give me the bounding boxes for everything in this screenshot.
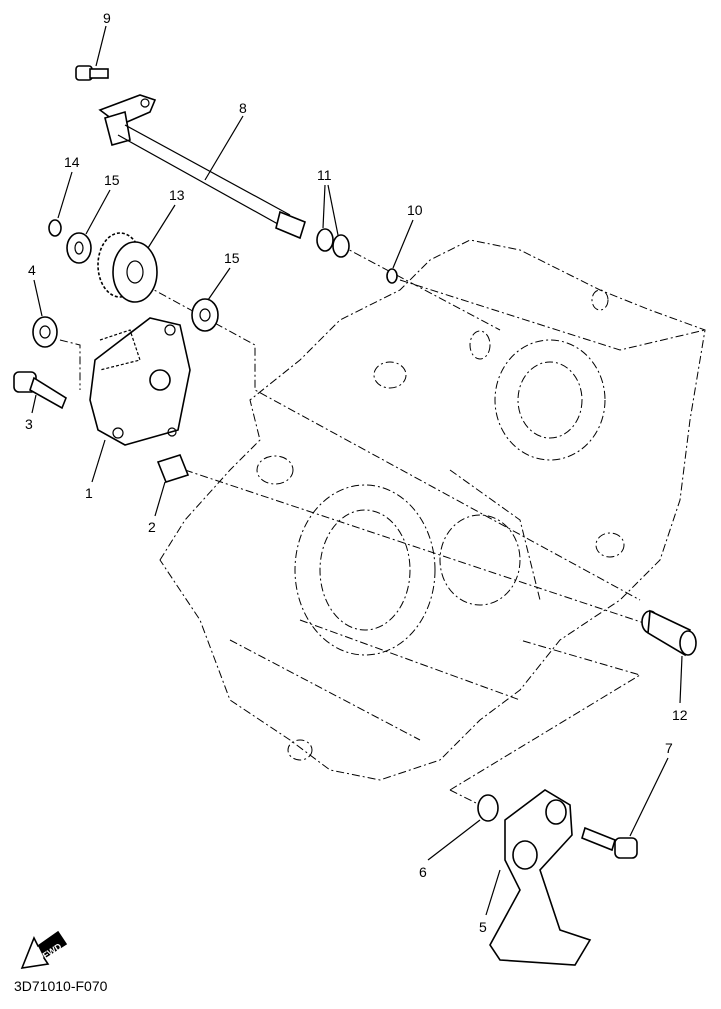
assembly-lines: [59, 244, 706, 806]
part-3-bolt: [13, 371, 67, 410]
callout-15: 15: [104, 172, 120, 188]
part-2-dowel: [156, 454, 190, 483]
callout-6: 6: [419, 864, 427, 880]
part-10-o-ring: [386, 268, 398, 284]
part-15-washer: [191, 298, 219, 332]
callout-15b: 15: [224, 250, 240, 266]
part-6-o-ring: [477, 794, 499, 822]
leader-lines: [31, 25, 683, 916]
part-11-o-ring: [332, 234, 350, 258]
callout-10: 10: [407, 202, 423, 218]
callout-1: 1: [85, 485, 93, 501]
part-14-circlip: [48, 219, 62, 237]
part-13-gear: [97, 232, 158, 303]
part-4-bearing: [32, 316, 58, 348]
callout-4: 4: [28, 262, 36, 278]
callout-8: 8: [239, 100, 247, 116]
diagram-code: 3D71010-F070: [14, 978, 108, 994]
part-9-bolt: [75, 65, 109, 81]
callout-11: 11: [317, 167, 332, 183]
part-1-oil-pump: [89, 317, 191, 446]
part-8-oil-pipe: [98, 94, 306, 240]
callout-7: 7: [665, 740, 673, 756]
callout-12: 12: [672, 707, 688, 723]
callout-2: 2: [148, 519, 156, 535]
callout-3: 3: [25, 416, 33, 432]
part-15-washer: [66, 232, 92, 264]
callout-9: 9: [103, 10, 111, 26]
callout-14: 14: [64, 154, 80, 170]
part-7-bolt: [581, 826, 638, 859]
crankcase-outline: [159, 239, 706, 781]
part-5-oil-strainer: [489, 789, 592, 966]
callout-13: 13: [169, 187, 185, 203]
part-11-o-ring: [316, 228, 334, 252]
part-12-pipe: [641, 609, 697, 657]
fwd-arrow-icon: FWD: [20, 930, 68, 970]
callout-5: 5: [479, 919, 487, 935]
